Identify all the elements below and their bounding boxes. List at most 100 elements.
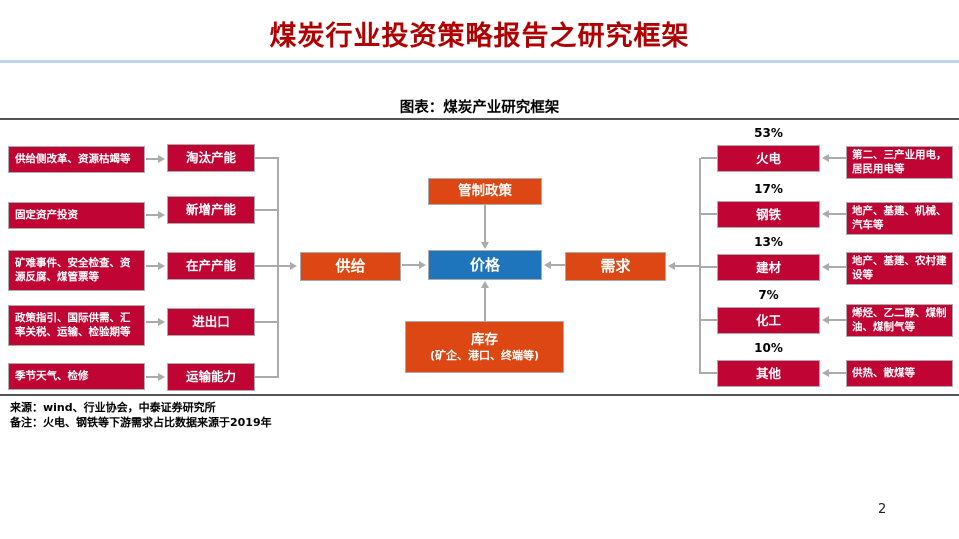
arrow-right-icon — [158, 261, 165, 270]
arrow-line — [277, 265, 290, 267]
arrow-down-icon — [480, 242, 489, 249]
arrow-line — [484, 288, 486, 321]
connector-line — [701, 213, 717, 215]
driver-box-coal-chemicals: 烯烃、乙二醇、煤制油、煤制气等 — [846, 304, 953, 337]
connector-line — [701, 157, 717, 159]
arrow-left-icon — [822, 209, 829, 218]
arrow-line — [829, 372, 846, 374]
arrow-right-icon — [290, 261, 297, 270]
driver-box-electricity-use: 第二、三产业用电，居民用电等 — [846, 146, 953, 179]
sector-box-other: 其他 — [717, 360, 820, 387]
connector-line — [701, 372, 717, 374]
arrow-right-icon — [158, 210, 165, 219]
capacity-label: 进出口 — [192, 314, 230, 330]
arrow-left-icon — [822, 315, 829, 324]
connector-line — [255, 321, 277, 323]
driver-label: 地产、基建、农村建设等 — [852, 255, 947, 281]
figure-caption: 图表：煤炭产业研究框架 — [399, 100, 560, 116]
arrow-left-icon — [544, 260, 551, 269]
capacity-box-producing: 在产产能 — [167, 252, 255, 280]
sector-box-building-materials: 建材 — [717, 254, 820, 281]
connector-line — [701, 319, 717, 321]
arrow-line — [829, 319, 846, 321]
factor-box-fixed-asset-investment: 固定资产投资 — [8, 202, 145, 229]
connector-line — [255, 376, 277, 378]
driver-box-steel-demand: 地产、基建、机械、汽车等 — [846, 202, 953, 235]
supply-box: 供给 — [300, 252, 401, 281]
sector-label: 建材 — [755, 259, 781, 275]
share-label-other: 10% — [754, 341, 783, 355]
factor-label: 季节天气、检修 — [15, 369, 89, 382]
sector-label: 钢铁 — [755, 206, 781, 222]
driver-label: 供热、散煤等 — [852, 366, 915, 379]
arrow-up-icon — [480, 281, 489, 288]
factor-label: 政策指引、国际供需、汇率关税、运输、检验期等 — [15, 312, 131, 338]
price-box: 价格 — [428, 250, 542, 280]
connector-line — [255, 265, 277, 267]
page-number: 2 — [878, 502, 887, 517]
factor-label: 固定资产投资 — [15, 208, 78, 221]
sector-label: 火电 — [755, 150, 781, 166]
capacity-box-transport: 运输能力 — [167, 363, 255, 391]
figure-bottom-rule — [0, 394, 959, 396]
arrow-line — [675, 265, 700, 267]
connector-line — [277, 157, 279, 378]
capacity-label: 在产产能 — [185, 258, 236, 274]
connector-line — [255, 157, 277, 159]
factor-label: 矿难事件、安全检查、资源反腐、煤管票等 — [15, 257, 131, 283]
price-label: 价格 — [469, 255, 500, 274]
note-line: 备注：火电、钢铁等下游需求占比数据来源于2019年 — [10, 416, 272, 429]
figure-top-rule — [0, 118, 959, 120]
arrow-right-icon — [158, 154, 165, 163]
driver-label: 第二、三产业用电，居民用电等 — [852, 149, 947, 175]
page-title: 煤炭行业投资策略报告之研究框架 — [269, 21, 690, 52]
arrow-left-icon — [822, 262, 829, 271]
share-label-thermal: 53% — [754, 126, 783, 140]
driver-label: 地产、基建、机械、汽车等 — [852, 205, 947, 231]
arrow-line — [402, 264, 419, 266]
arrow-line — [829, 157, 846, 159]
driver-box-construction: 地产、基建、农村建设等 — [846, 252, 953, 285]
title-underline — [0, 60, 959, 63]
sector-label: 化工 — [755, 312, 781, 328]
capacity-label: 淘汰产能 — [185, 150, 236, 166]
driver-box-heating: 供热、散煤等 — [846, 360, 953, 387]
factor-label: 供给侧改革、资源枯竭等 — [15, 152, 131, 165]
policy-box: 管制政策 — [428, 178, 542, 205]
sector-label: 其他 — [755, 365, 781, 381]
sector-box-chemicals: 化工 — [717, 307, 820, 334]
arrow-left-icon — [668, 261, 675, 270]
factor-box-mine-accidents: 矿难事件、安全检查、资源反腐、煤管票等 — [8, 250, 145, 291]
capacity-box-import-export: 进出口 — [167, 308, 255, 336]
capacity-label: 新增产能 — [185, 202, 236, 218]
arrow-right-icon — [158, 372, 165, 381]
inventory-box: 库存 (矿企、港口、终端等) — [405, 321, 564, 373]
connector-line — [701, 266, 717, 268]
arrow-line — [829, 213, 846, 215]
sector-box-steel: 钢铁 — [717, 201, 820, 228]
factor-box-policy-guidance: 政策指引、国际供需、汇率关税、运输、检验期等 — [8, 305, 145, 346]
arrow-line — [146, 376, 159, 378]
inventory-note: (矿企、港口、终端等) — [429, 348, 540, 362]
sector-box-thermal-power: 火电 — [717, 145, 820, 172]
arrow-line — [551, 264, 565, 266]
arrow-line — [484, 205, 486, 242]
share-label-steel: 17% — [754, 182, 783, 196]
inventory-label: 库存 — [471, 331, 498, 348]
arrow-line — [146, 214, 159, 216]
arrow-line — [146, 265, 159, 267]
arrow-left-icon — [822, 368, 829, 377]
arrow-right-icon — [158, 317, 165, 326]
share-label-chemical: 7% — [758, 288, 779, 302]
factor-box-season-weather: 季节天气、检修 — [8, 363, 145, 390]
arrow-line — [829, 266, 846, 268]
arrow-right-icon — [419, 260, 426, 269]
demand-label: 需求 — [600, 257, 631, 276]
share-label-building: 13% — [754, 235, 783, 249]
policy-label: 管制政策 — [458, 183, 512, 200]
arrow-line — [146, 158, 159, 160]
capacity-label: 运输能力 — [185, 369, 236, 385]
demand-box: 需求 — [565, 252, 666, 281]
connector-line — [255, 209, 277, 211]
